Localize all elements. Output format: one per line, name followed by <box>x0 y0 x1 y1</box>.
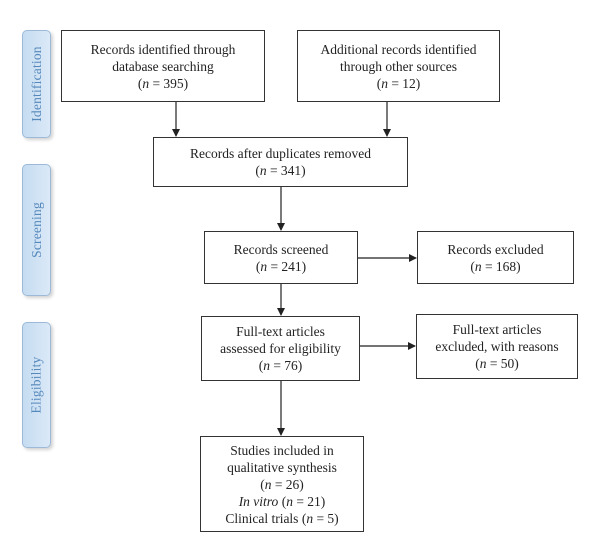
box-records-screened: Records screened (n = 241) <box>204 231 358 284</box>
box-database-searching: Records identified through database sear… <box>61 30 265 102</box>
invitro-count: In vitro (n = 21) <box>238 493 326 509</box>
stage-eligibility: Eligibility <box>22 322 51 448</box>
count: (n = 50) <box>475 356 519 371</box>
box-fulltext-assessed: Full-text articles assessed for eligibil… <box>201 316 360 381</box>
stage-identification: Identification <box>22 30 51 138</box>
count: (n = 241) <box>255 258 307 274</box>
count: (n = 76) <box>258 358 303 373</box>
box-duplicates-removed: Records after duplicates removed (n = 34… <box>153 137 408 187</box>
stage-screening: Screening <box>22 164 51 296</box>
box-studies-included: Studies included in qualitative synthesi… <box>200 436 364 532</box>
box-other-sources: Additional records identified through ot… <box>297 30 500 102</box>
count: (n = 26) <box>260 476 304 492</box>
box-records-excluded: Records excluded (n = 168) <box>417 231 574 284</box>
count: (n = 168) <box>470 258 521 274</box>
count: (n = 395) <box>137 75 189 91</box>
box-fulltext-excluded: Full-text articles excluded, with reason… <box>416 314 578 379</box>
clinical-count: Clinical trials (n = 5) <box>225 510 339 526</box>
count: (n = 341) <box>255 163 306 178</box>
count: (n = 12) <box>376 75 421 91</box>
